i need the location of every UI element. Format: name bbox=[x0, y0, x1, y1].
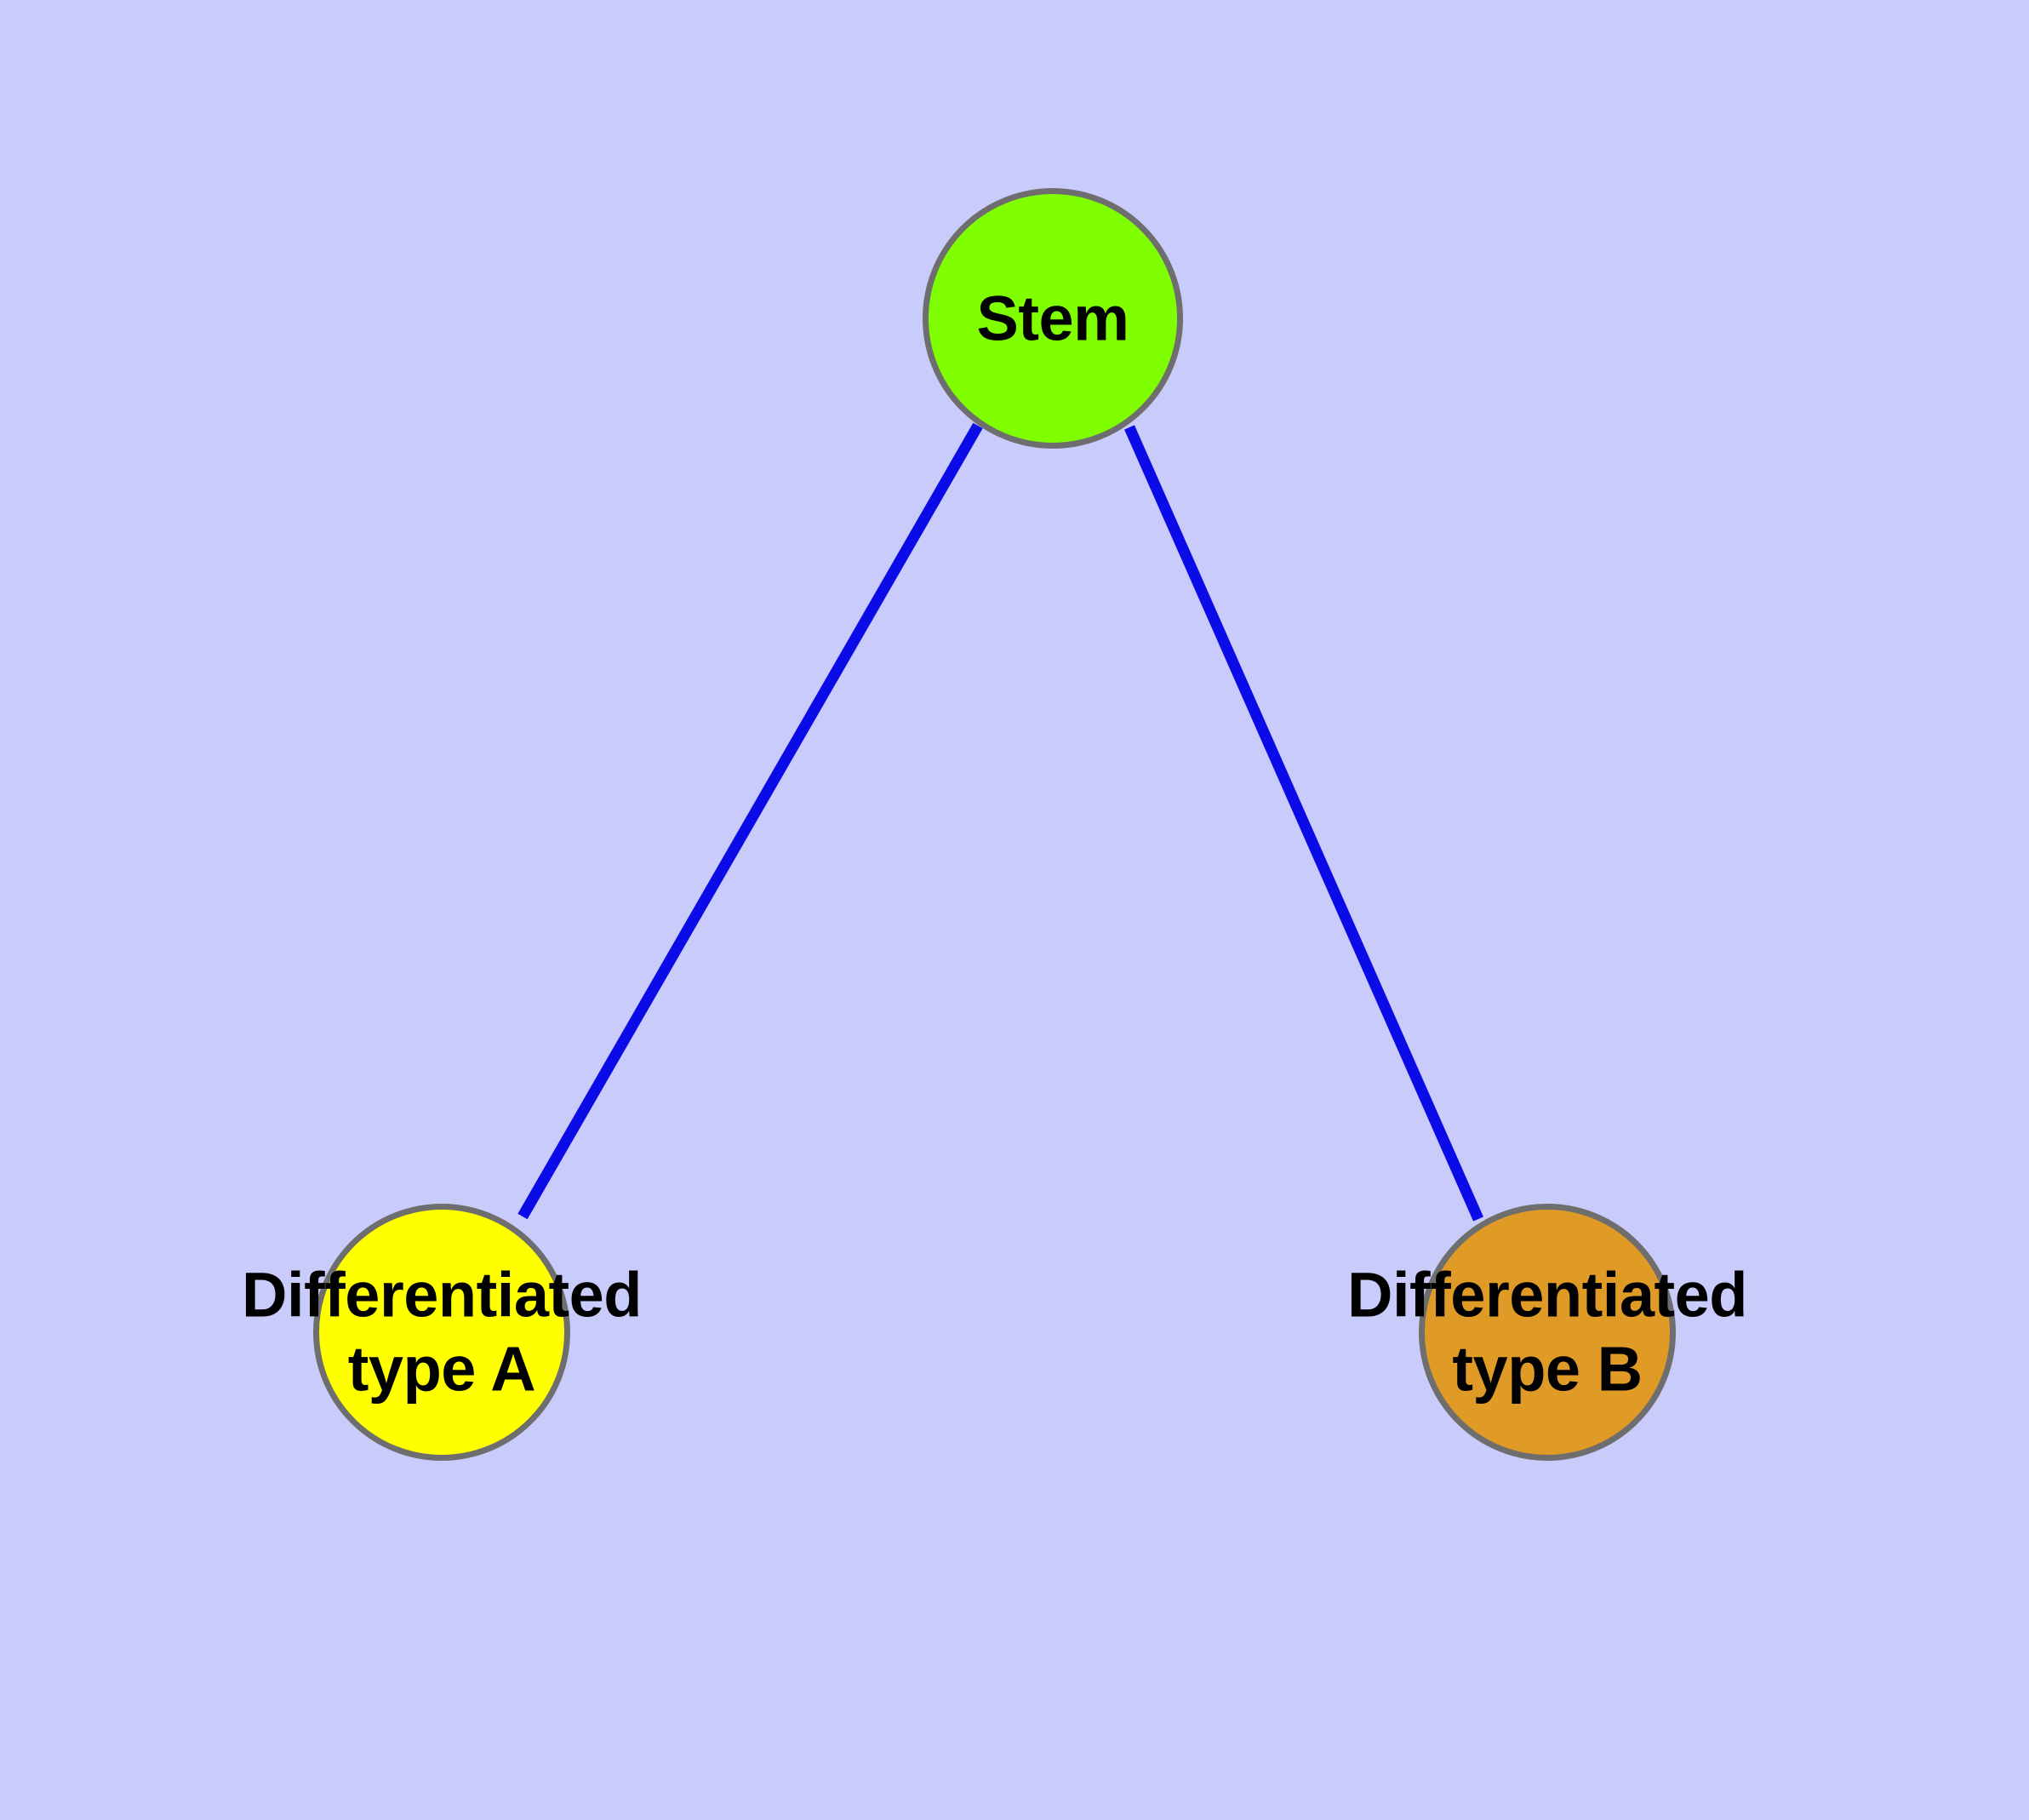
node-differentiated-type-b-label-line2: type B bbox=[1452, 1334, 1643, 1405]
node-stem-label: Stem bbox=[977, 281, 1129, 355]
node-stem[interactable]: Stem bbox=[923, 188, 1183, 449]
node-differentiated-type-a[interactable]: Differentiated type A bbox=[242, 1204, 642, 1461]
node-differentiated-type-b[interactable]: Differentiated type B bbox=[1347, 1204, 1747, 1461]
node-differentiated-type-a-label-line2: type A bbox=[347, 1334, 536, 1405]
node-stem-label-line1: Stem bbox=[976, 283, 1129, 354]
edge-stem-to-differentiated-type-a bbox=[517, 422, 983, 1220]
edge-stem-to-differentiated-type-b bbox=[1124, 425, 1483, 1222]
